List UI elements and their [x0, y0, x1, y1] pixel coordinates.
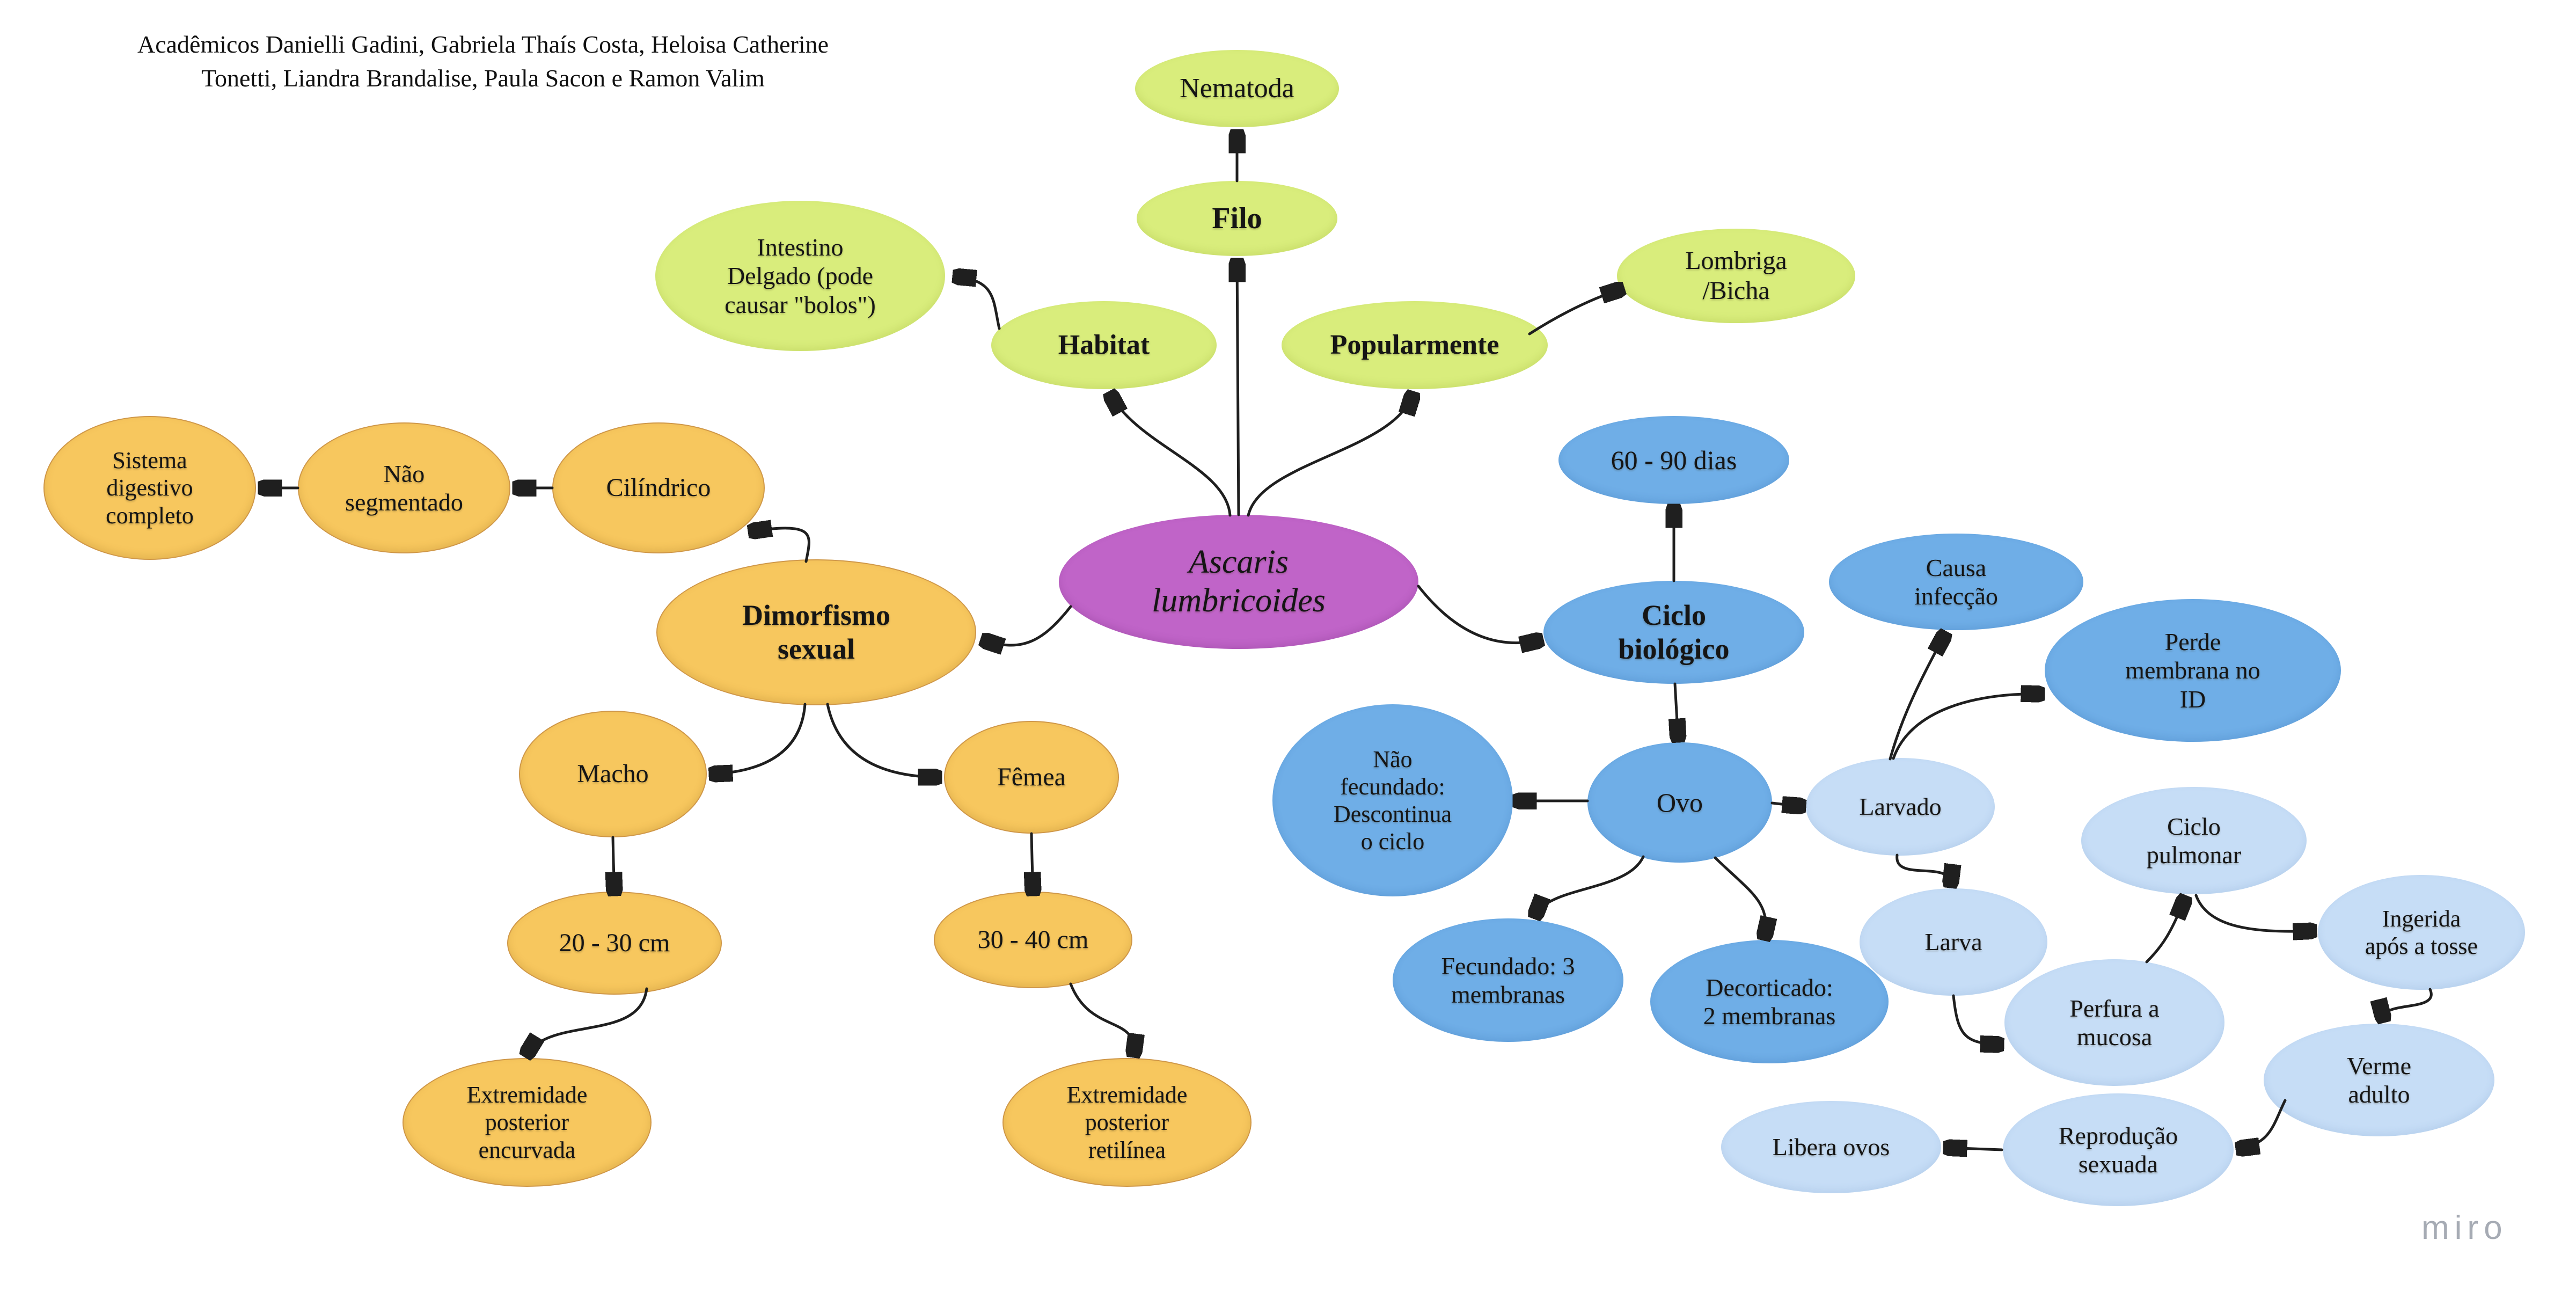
node-nematoda[interactable]: Nematoda — [1135, 50, 1339, 127]
node-macho[interactable]: Macho — [519, 711, 707, 837]
node-libera-ovos[interactable]: Libera ovos — [1721, 1101, 1941, 1193]
node-lombriga[interactable]: Lombriga /Bicha — [1617, 229, 1855, 323]
edge-cm3040-to-ext-retilinea[interactable] — [1069, 982, 1134, 1055]
node-larva[interactable]: Larva — [1860, 888, 2047, 996]
node-ovo[interactable]: Ovo — [1587, 742, 1772, 863]
edge-ovo-to-decorticado[interactable] — [1714, 856, 1766, 938]
node-popularmente[interactable]: Popularmente — [1282, 301, 1548, 389]
edge-ciclo-pulmonar-to-ingerida[interactable] — [2194, 894, 2315, 931]
edge-ovo-to-larvado[interactable] — [1770, 803, 1804, 806]
edge-dimorfismo-to-macho[interactable] — [711, 703, 807, 774]
edge-perfura-to-ciclo-pulmonar[interactable] — [2145, 897, 2185, 964]
node-causa-infeccao[interactable]: Causa infecção — [1829, 534, 2083, 630]
edge-reproducao-to-libera-ovos[interactable] — [1945, 1148, 2003, 1150]
node-ciclo-pulmonar[interactable]: Ciclo pulmonar — [2081, 787, 2307, 894]
node-larvado[interactable]: Larvado — [1806, 758, 1995, 856]
edge-popularmente-to-lombriga[interactable] — [1528, 289, 1622, 335]
node-nao-segmentado[interactable]: Não segmentado — [298, 422, 510, 553]
node-perde-membrana[interactable]: Perde membrana no ID — [2045, 599, 2341, 742]
node-dimorfismo[interactable]: Dimorfismo sexual — [656, 559, 976, 705]
edge-larva-to-perfura[interactable] — [1952, 994, 2002, 1045]
node-ascaris[interactable]: Ascaris lumbricoides — [1059, 515, 1418, 649]
miro-watermark: miro — [2421, 1209, 2508, 1246]
edge-dimorfismo-to-femea[interactable] — [826, 703, 940, 777]
node-femea[interactable]: Fêmea — [944, 721, 1119, 834]
node-ext-retilinea[interactable]: Extremidade posterior retilínea — [1002, 1058, 1252, 1187]
edge-ascaris-to-filo[interactable] — [1237, 260, 1239, 516]
edge-ovo-to-fecundado[interactable] — [1535, 855, 1645, 917]
edge-habitat-to-intestino[interactable] — [955, 276, 1001, 330]
edge-dimorfismo-to-cilindrico[interactable] — [750, 528, 810, 563]
edge-femea-to-cm3040[interactable] — [1031, 832, 1033, 894]
node-ingerida[interactable]: Ingerida após a tosse — [2318, 875, 2525, 990]
edge-ascaris-to-popularmente[interactable] — [1247, 393, 1413, 517]
edge-larvado-to-causa-infeccao[interactable] — [1889, 633, 1945, 761]
node-sistema[interactable]: Sistema digestivo completo — [43, 416, 256, 560]
node-fecundado[interactable]: Fecundado: 3 membranas — [1393, 918, 1623, 1042]
node-perfura[interactable]: Perfura a mucosa — [2004, 959, 2224, 1086]
node-decorticado[interactable]: Decorticado: 2 membranas — [1650, 940, 1889, 1063]
credits-text: Acadêmicos Danielli Gadini, Gabriela Tha… — [137, 31, 829, 92]
node-dias6090[interactable]: 60 - 90 dias — [1558, 416, 1789, 504]
edge-larvado-to-larva[interactable] — [1896, 853, 1951, 886]
node-intestino[interactable]: Intestino Delgado (pode causar "bolos") — [655, 201, 945, 351]
edge-ingerida-to-verme-adulto[interactable] — [2383, 988, 2433, 1020]
edge-ascaris-to-ciclo-biologico[interactable] — [1417, 585, 1541, 643]
edge-larvado-to-perde-membrana[interactable] — [1892, 694, 2043, 760]
node-cm2030[interactable]: 20 - 30 cm — [507, 892, 722, 995]
edge-ciclo-biologico-to-ovo[interactable] — [1675, 682, 1678, 740]
edge-macho-to-cm2030[interactable] — [613, 836, 614, 894]
node-habitat[interactable]: Habitat — [991, 301, 1217, 389]
edge-ascaris-to-habitat[interactable] — [1110, 393, 1232, 517]
node-reproducao[interactable]: Reprodução sexuada — [2003, 1093, 2234, 1206]
edge-ascaris-to-dimorfismo[interactable] — [983, 605, 1072, 645]
node-ext-encurvada[interactable]: Extremidade posterior encurvada — [402, 1058, 652, 1187]
node-cm3040[interactable]: 30 - 40 cm — [934, 892, 1132, 988]
node-verme-adulto[interactable]: Verme adulto — [2264, 1024, 2494, 1136]
edge-cm2030-to-ext-encurvada[interactable] — [526, 987, 648, 1055]
node-nao-fecundado[interactable]: Não fecundado: Descontinua o ciclo — [1272, 704, 1513, 896]
node-ciclo-biologico[interactable]: Ciclo biológico — [1543, 581, 1804, 684]
node-filo[interactable]: Filo — [1137, 181, 1337, 256]
node-cilindrico[interactable]: Cilíndrico — [552, 422, 765, 553]
